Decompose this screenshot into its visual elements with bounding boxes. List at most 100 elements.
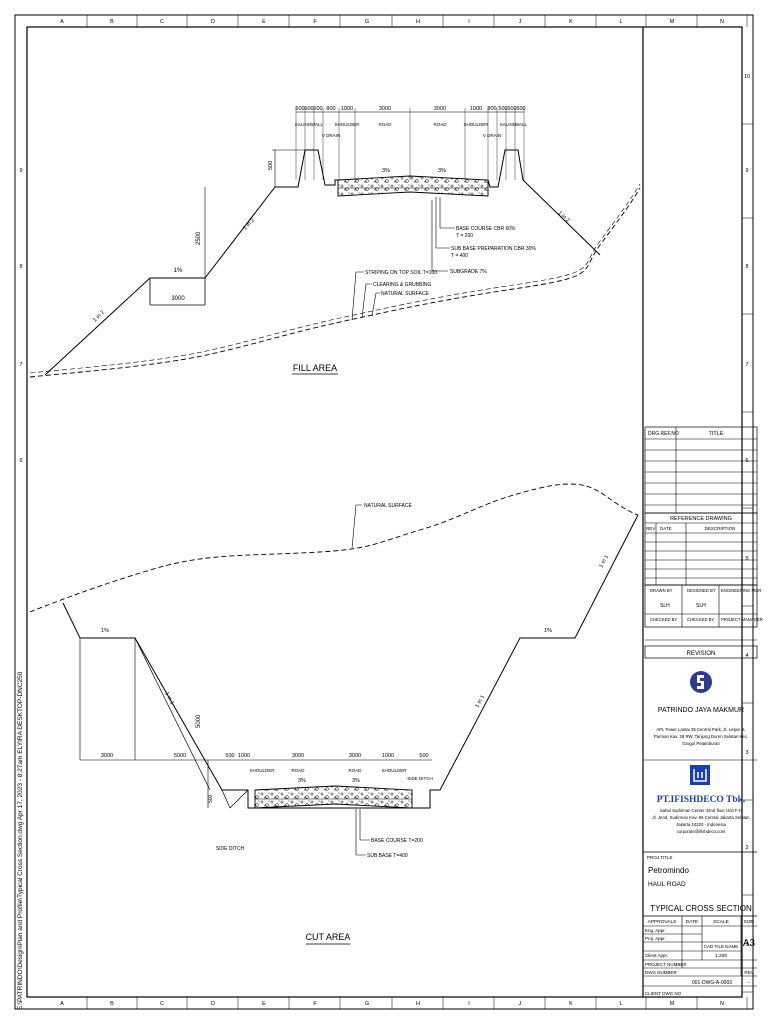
cut-callout-2: SUB BASE T=400 xyxy=(367,853,408,859)
drawn-by: DRAWN BY xyxy=(650,588,673,593)
fill-dim-1: 500 xyxy=(304,106,313,112)
fill-embankment xyxy=(44,149,601,376)
cut-dim-0: 3000 xyxy=(101,753,113,759)
drg-title: TITLE xyxy=(709,431,724,437)
approvals-label: APPROVALS xyxy=(648,919,677,925)
grid-col-label: B xyxy=(110,1001,114,1007)
cut-crossfall-right: 3% xyxy=(352,778,360,784)
cut-dim-3: 1000 xyxy=(238,753,250,759)
cut-label-4: SIDE DITCH xyxy=(407,776,433,781)
grid-row-label: 9 xyxy=(19,168,22,174)
fill-callout-2b: T = 400 xyxy=(451,253,468,259)
grid-col-label: A xyxy=(60,19,64,25)
fill-callout-1b: T = 200 xyxy=(456,233,473,239)
fill-dim-3: 800 xyxy=(326,106,335,112)
fill-label-2: SHOULDER xyxy=(334,122,360,127)
fill-label-0: SALINO xyxy=(295,122,312,127)
company1-addr3: Grogol Petamburan xyxy=(682,741,720,746)
approvals-date: DATE xyxy=(686,919,698,925)
cut-bench-slope-right: 1% xyxy=(544,628,552,634)
grid-row-label: 6 xyxy=(19,458,22,464)
approvals-size: SIZE xyxy=(744,919,755,925)
fill-dim-5: 3000 xyxy=(379,106,391,112)
ifishdeco-logo xyxy=(690,765,710,785)
fill-label-3: ROAD xyxy=(378,122,392,127)
grid-col-label: J xyxy=(519,1001,522,1007)
fill-dim-500: 500 xyxy=(268,161,274,170)
cut-dim-vertical: 5000 xyxy=(196,714,202,728)
fill-ground-line xyxy=(29,187,641,378)
grid-row-label: 9 xyxy=(745,168,748,174)
fill-callout-2a: SUB BASE PREPARATION CBR 30% xyxy=(451,246,536,252)
grid-row-label: 4 xyxy=(745,653,748,659)
cut-dim-1: 5000 xyxy=(174,753,186,759)
fill-label-1: WALL xyxy=(311,122,324,127)
cut-crossfall-left: 3% xyxy=(298,778,306,784)
project-number: PROJECT NUMBER xyxy=(645,962,687,967)
designed-by: DESIGNED BY xyxy=(687,588,716,593)
description-col: DESCRIPTION xyxy=(705,526,736,531)
grid-col-label: E xyxy=(262,1001,266,1007)
cut-dim-6: 1000 xyxy=(382,753,394,759)
fill-drain-right: V DRAIN xyxy=(483,133,501,138)
grid-col-label: B xyxy=(110,19,114,25)
company2-addr1: Sahid Sudirman Center 42nd floor Unit F-… xyxy=(660,808,742,813)
grid-col-label: F xyxy=(313,19,317,25)
fill-dim-6: 3000 xyxy=(434,106,446,112)
grid-col-label: J xyxy=(519,19,522,25)
fill-label-4: ROAD xyxy=(433,122,447,127)
cut-label-2: ROAD xyxy=(348,768,362,773)
fill-drain-left: V DRAIN xyxy=(322,133,340,138)
company1-addr1: APL Tower Lantai 35 Central Park, Jl. Le… xyxy=(656,727,745,732)
grid-row-label: 2 xyxy=(745,845,748,851)
fill-bench-width: 3000 xyxy=(171,296,185,302)
grid-reference: AABBCCDDEEFFGGHHIIJJKKLLMMNN109876543219… xyxy=(19,15,753,1009)
scale-value: 1:200 xyxy=(715,953,727,959)
size-value: A3 xyxy=(743,938,756,949)
grid-col-label: G xyxy=(365,19,369,25)
grid-col-label: G xyxy=(365,1001,369,1007)
drg-ref-no: DRG.REF.NO xyxy=(648,431,679,437)
grid-col-label: D xyxy=(211,19,215,25)
fill-slope-right: 1 in 2 xyxy=(557,210,571,224)
cut-dim-5: 3000 xyxy=(349,753,361,759)
side-file-path: E:\PATRINDO\Design\Plan and Profile\Typi… xyxy=(17,671,24,1010)
grid-row-label: 3 xyxy=(745,750,748,756)
grid-col-label: I xyxy=(468,19,470,25)
checked-by: CHECKED BY xyxy=(650,617,677,622)
fill-dim-2500: 2500 xyxy=(196,231,202,245)
cut-area-caption: CUT AREA xyxy=(306,932,351,942)
approvals-scale: SCALE xyxy=(713,919,729,925)
proj-title-label: PROJ.TITLE xyxy=(647,855,673,860)
grid-row-label: 1 xyxy=(745,942,748,948)
grid-col-label: K xyxy=(569,19,573,25)
fill-ground-callout-3: NATURAL SURFACE xyxy=(381,291,429,297)
grid-col-label: C xyxy=(160,19,164,25)
fill-bench-slope: 1% xyxy=(174,268,183,274)
fill-label-5: SHOULDER xyxy=(463,122,489,127)
checked-by-2: CHECKED BY xyxy=(687,617,714,622)
date-col: DATE xyxy=(660,526,672,531)
company2-addr3: Jakarta 10220 - Indonesia xyxy=(676,822,726,827)
fill-area-section: 3000 1% 3% 3% 500 500 500 800 1000 3000 … xyxy=(29,106,641,378)
fill-dim-2: 500 xyxy=(313,106,322,112)
cut-dim-ditch: 500 xyxy=(208,794,214,803)
grid-col-label: L xyxy=(619,1001,622,1007)
grid-col-label: H xyxy=(416,1001,420,1007)
project-manager: PROJECT MANAGER xyxy=(721,617,763,622)
cut-dim-2: 500 xyxy=(225,753,234,759)
grid-col-label: A xyxy=(60,1001,64,1007)
cut-bench-slope-left: 1% xyxy=(101,628,109,634)
drawing-title: TYPICAL CROSS SECTION xyxy=(650,904,752,913)
grid-row-label: 7 xyxy=(19,362,22,368)
grid-row-label: 5 xyxy=(745,556,748,562)
grid-row-label: 8 xyxy=(745,264,748,270)
grid-col-label: E xyxy=(262,19,266,25)
grid-col-label: M xyxy=(670,19,675,25)
grid-col-label: C xyxy=(160,1001,164,1007)
fill-dim-4: 1000 xyxy=(341,106,353,112)
reference-drawing: REFERENCE DRAWING xyxy=(670,516,732,522)
grid-row-label: 8 xyxy=(19,264,22,270)
fill-dim-8: 800 xyxy=(487,106,496,112)
grid-col-label: N xyxy=(720,19,724,25)
